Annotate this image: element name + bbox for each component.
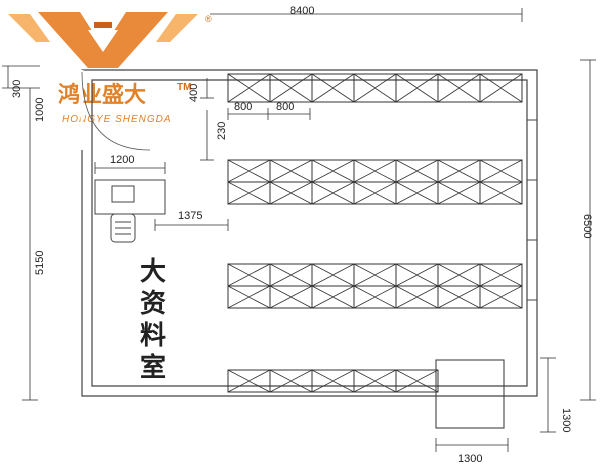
shelf-row-1 [227, 73, 523, 103]
shelf-unit [479, 285, 523, 309]
shelf-unit [227, 263, 271, 287]
shelf-unit [395, 285, 439, 309]
shelf-unit [311, 369, 355, 393]
cabinet [435, 359, 505, 429]
shelf-unit [437, 73, 481, 103]
shelf-unit [311, 285, 355, 309]
shelf-unit [311, 263, 355, 287]
shelf-unit [269, 369, 313, 393]
dim-cabinet-height: 1300 [560, 408, 572, 432]
shelf-unit [479, 181, 523, 205]
shelf-unit [353, 285, 397, 309]
logo-bar [94, 22, 112, 28]
shelf-unit [395, 73, 439, 103]
shelf-unit [395, 181, 439, 205]
room-walls [80, 69, 538, 397]
desk-monitor [111, 185, 135, 203]
outer-wall [81, 69, 538, 397]
logo-name-en: HONGYE SHENGDA [62, 114, 172, 125]
shelf-unit [227, 73, 271, 103]
shelf-unit [227, 369, 271, 393]
trademark-mark: TM [177, 82, 191, 93]
dim-aisle-width: 1375 [178, 210, 202, 222]
shelf-unit [269, 263, 313, 287]
dim-shelf-offset: 230 [216, 122, 228, 140]
shelf-unit [479, 263, 523, 287]
shelf-row-3 [227, 263, 523, 309]
shelf-unit [353, 181, 397, 205]
dim-shelf-width-a: 800 [234, 101, 252, 113]
dim-right-height: 6500 [581, 214, 593, 238]
desk-area [94, 179, 166, 243]
desk [94, 179, 166, 215]
logo-left-wing [8, 14, 50, 42]
dim-wall-offset: 300 [11, 80, 23, 98]
shelf-unit [479, 73, 523, 103]
dim-top-offset: 1000 [34, 98, 46, 122]
registered-mark: ® [205, 14, 212, 24]
shelf-unit [395, 263, 439, 287]
dim-cabinet-width: 1300 [458, 453, 482, 465]
room-name-char-3: 料 [140, 321, 166, 351]
logo-name-cn: 鸿业盛大 [58, 82, 146, 108]
shelving-rows [227, 73, 523, 393]
shelf-unit [269, 159, 313, 183]
cabinet-box [435, 359, 505, 429]
shelf-row-4 [227, 369, 439, 393]
dimension-lines [2, 8, 596, 452]
hongye-logo: ® 鸿业盛大 TM HONGYE SHENGDA [8, 12, 212, 125]
shelf-unit [227, 159, 271, 183]
shelf-row-2 [227, 159, 523, 205]
shelf-unit [437, 285, 481, 309]
shelf-unit [269, 181, 313, 205]
room-name-char-1: 大 [140, 257, 166, 287]
office-chair [110, 213, 136, 243]
shelf-unit [227, 285, 271, 309]
dimension-labels: 8400 6500 5150 300 1000 400 800 800 230 … [11, 5, 593, 465]
shelf-unit [353, 263, 397, 287]
inner-wall [91, 79, 528, 387]
shelf-unit [437, 263, 481, 287]
shelf-unit [227, 181, 271, 205]
shelf-unit [311, 181, 355, 205]
room-name-char-4: 室 [140, 352, 166, 383]
shelf-unit [353, 369, 397, 393]
shelf-unit [479, 159, 523, 183]
shelf-unit [311, 73, 355, 103]
logo-inner-triangle [88, 30, 118, 52]
room-name-char-2: 资 [140, 289, 166, 319]
shelf-unit [437, 159, 481, 183]
dim-desk-width: 1200 [110, 154, 134, 166]
shelf-unit [395, 369, 439, 393]
logo-v-shape [38, 12, 168, 68]
shelf-unit [311, 159, 355, 183]
door-swing [81, 71, 151, 151]
room-name: 大 资 料 室 [140, 257, 166, 383]
dim-top-width: 8400 [290, 5, 314, 17]
shelf-unit [269, 285, 313, 309]
dim-shelf-width-b: 800 [276, 101, 294, 113]
shelf-unit [437, 181, 481, 205]
shelf-unit [269, 73, 313, 103]
shelf-unit [353, 159, 397, 183]
shelf-unit [353, 73, 397, 103]
dim-shelf-gap-top: 400 [188, 84, 200, 102]
shelf-unit [395, 159, 439, 183]
logo-right-wing [156, 14, 198, 42]
dim-left-height: 5150 [34, 251, 46, 275]
right-wall-ticks [527, 119, 537, 301]
